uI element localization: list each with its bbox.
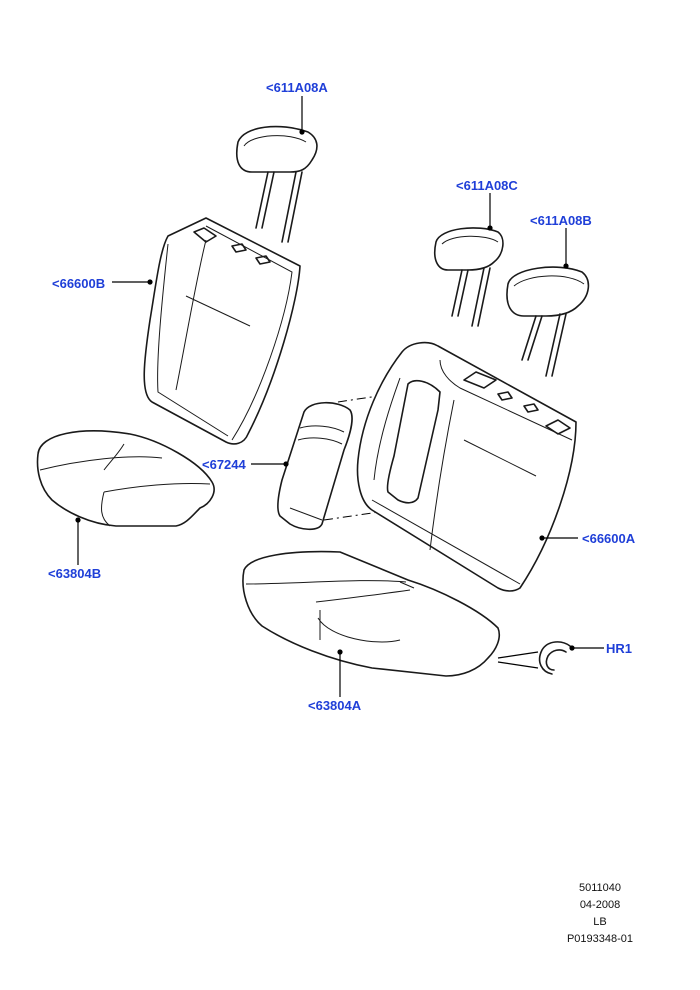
reference-code: LB <box>593 916 607 928</box>
reference-number: 5011040 <box>578 882 621 894</box>
callout-cushion-left[interactable]: <63804B <box>48 566 102 581</box>
headrest-center[interactable] <box>433 227 504 327</box>
backrest-right[interactable] <box>356 341 577 592</box>
reference-drawing-id: P0193348-01 <box>566 933 634 945</box>
callout-headrest-left[interactable]: <611A08A <box>266 80 328 95</box>
leader-lines <box>75 96 604 697</box>
callout-headrest-center[interactable]: <611A08C <box>456 178 518 193</box>
retainer-ring[interactable] <box>497 641 571 675</box>
cushion-left[interactable] <box>36 430 215 527</box>
cushion-right[interactable] <box>242 550 501 677</box>
callout-backrest-left[interactable]: <66600B <box>52 276 106 291</box>
drawing-reference-block: 5011040 04-2008 LB P0193348-01 <box>540 880 660 948</box>
headrest-left[interactable] <box>236 125 318 243</box>
armrest[interactable] <box>277 401 353 531</box>
callout-cushion-right[interactable]: <63804A <box>308 698 362 713</box>
reference-date: 04-2008 <box>579 899 621 911</box>
headrest-right[interactable] <box>506 266 590 377</box>
callout-retainer-ring[interactable]: HR1 <box>606 641 633 656</box>
callout-headrest-right[interactable]: <611A08B <box>530 213 592 228</box>
alignment-line-lower <box>323 507 407 521</box>
backrest-left[interactable] <box>143 217 301 445</box>
callout-armrest[interactable]: <67244 <box>202 457 246 472</box>
callout-backrest-right[interactable]: <66600A <box>582 531 636 546</box>
